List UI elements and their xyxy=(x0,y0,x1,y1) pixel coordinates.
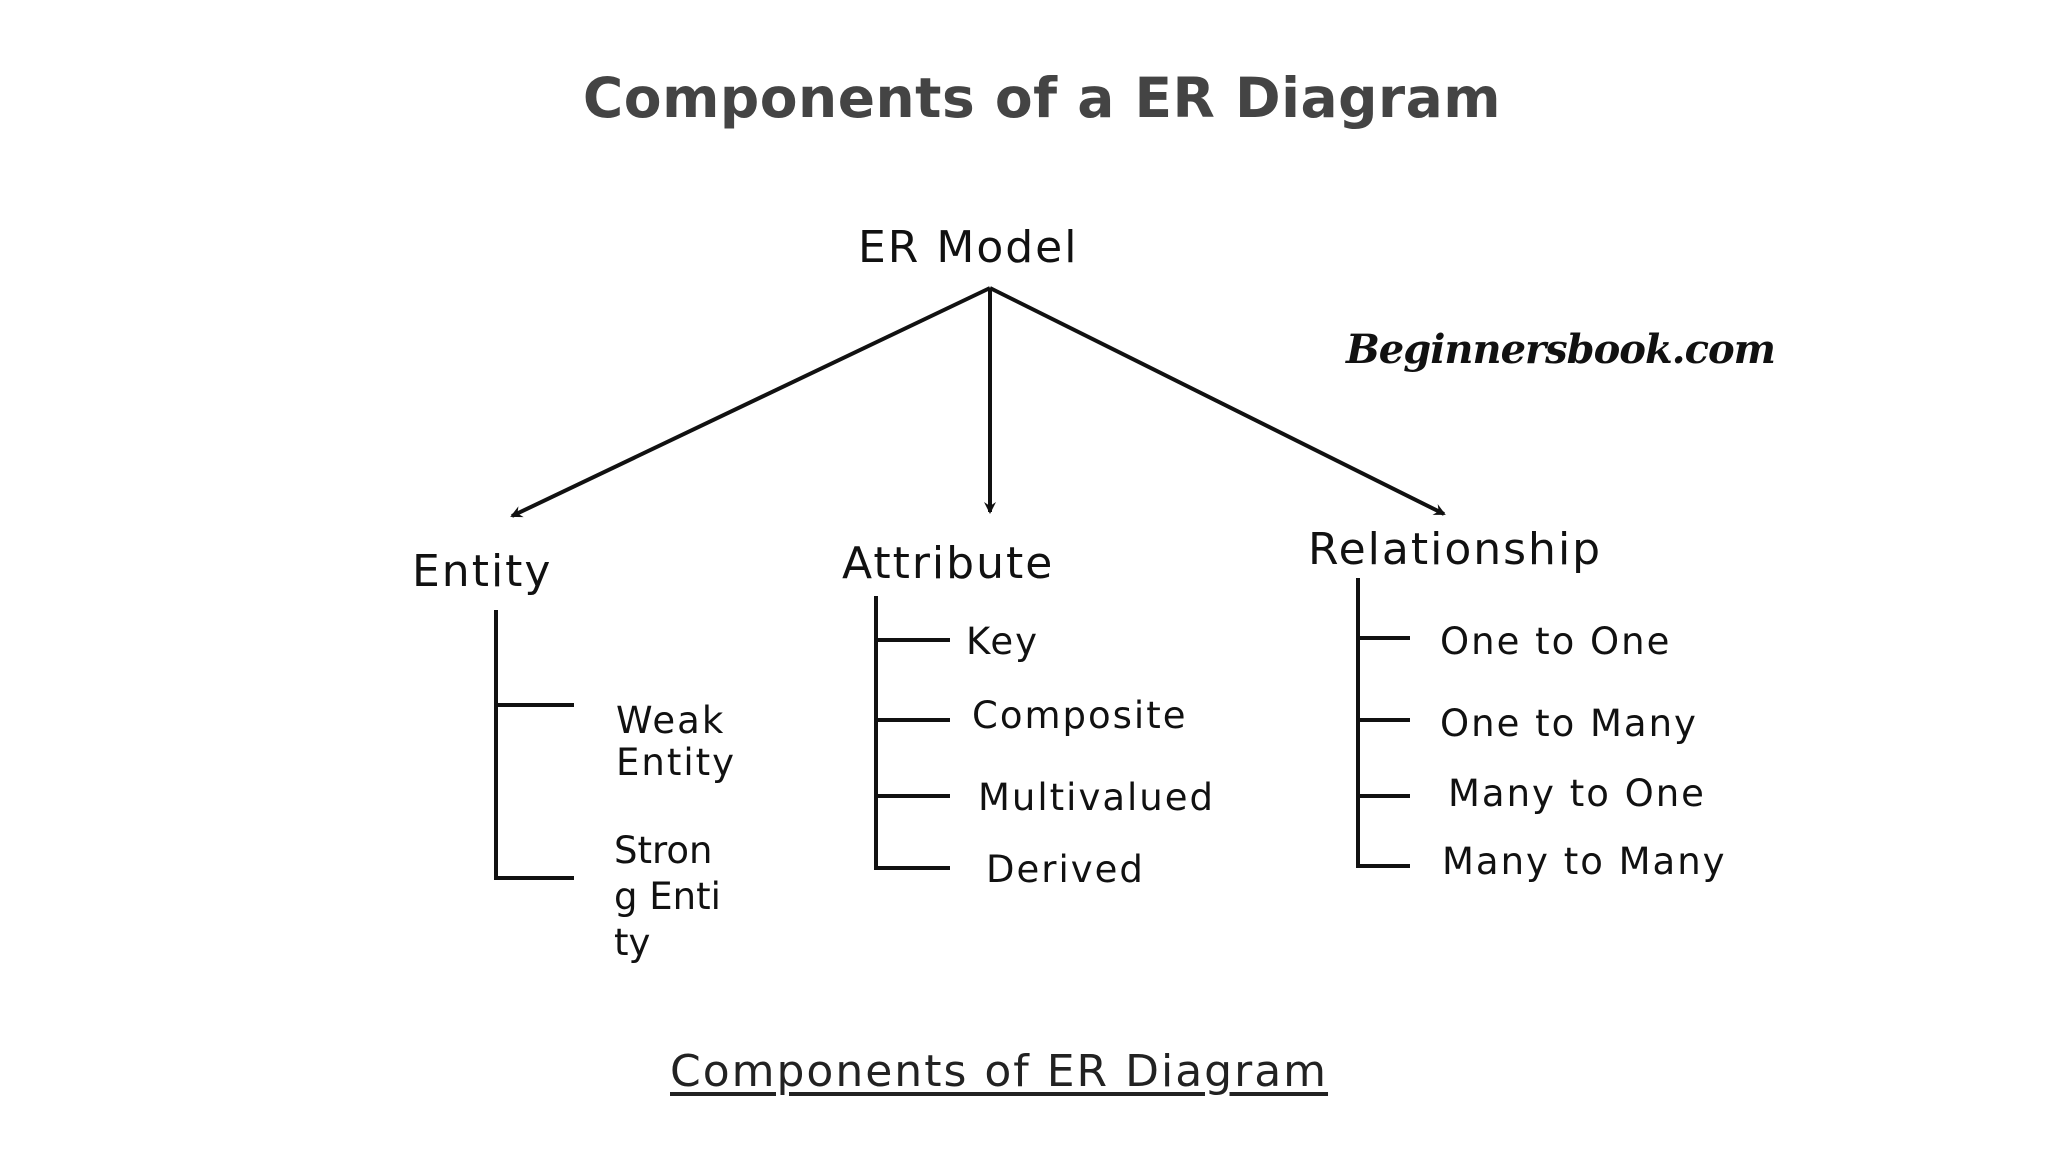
arrow-to-entity xyxy=(510,286,991,518)
entity-item-strong: Strong Entity xyxy=(614,829,721,964)
relationship-item-one-to-many: One to Many xyxy=(1440,702,1698,745)
entity-item-weak: Weak Entity xyxy=(616,699,737,784)
relationship-item-many-to-many: Many to Many xyxy=(1442,840,1727,883)
attribute-item-key: Key xyxy=(966,620,1040,663)
root-node-label: ER Model xyxy=(858,222,1079,273)
attribute-item-derived: Derived xyxy=(986,848,1145,891)
relationship-label: Relationship xyxy=(1308,524,1603,575)
relationship-item-one-to-one: One to One xyxy=(1440,620,1672,663)
watermark-logo: Beginnersbook.com xyxy=(1346,326,1776,373)
attribute-item-multivalued: Multivalued xyxy=(978,776,1215,819)
relationship-item-many-to-one: Many to One xyxy=(1448,772,1706,815)
attribute-label: Attribute xyxy=(842,538,1055,589)
attribute-item-composite: Composite xyxy=(972,694,1188,737)
diagram-caption: Components of ER Diagram xyxy=(670,1046,1329,1097)
arrow-to-relationship xyxy=(989,286,1446,516)
slide-title: Components of a ER Diagram xyxy=(582,66,1502,130)
entity-label: Entity xyxy=(412,546,553,597)
